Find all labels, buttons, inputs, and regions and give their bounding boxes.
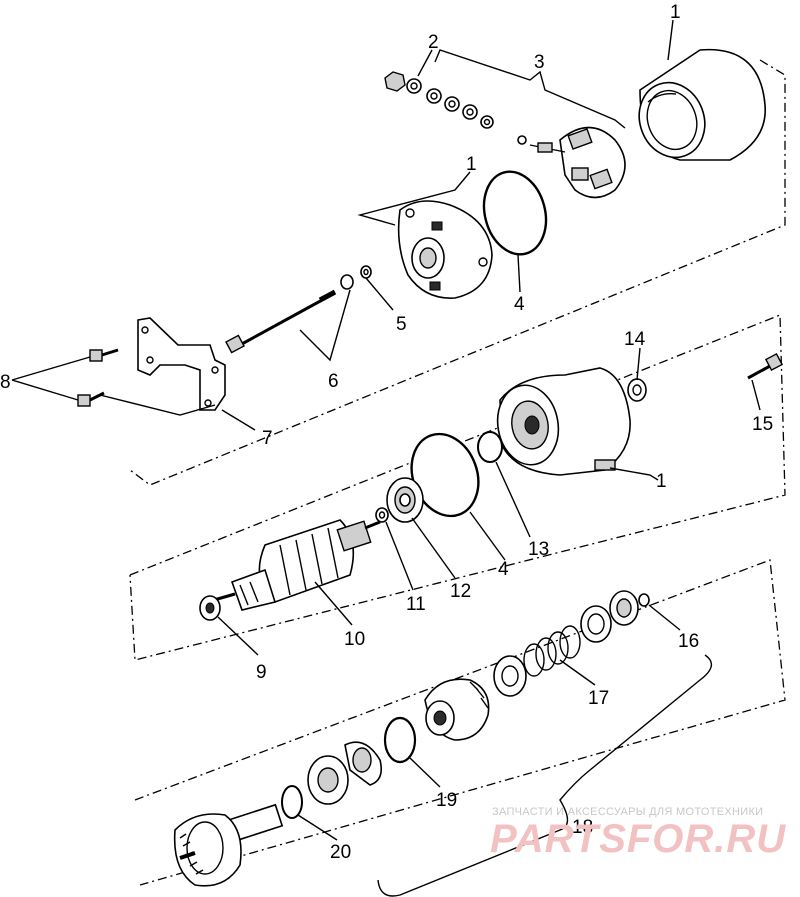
callout-4-top: 4 bbox=[514, 294, 525, 315]
callout-4-middle: 4 bbox=[498, 559, 509, 580]
part-pinion-shaft bbox=[173, 803, 284, 887]
watermark-brand: PARTSFOR.RU bbox=[490, 817, 786, 861]
callout-7: 7 bbox=[262, 428, 273, 449]
callout-10: 10 bbox=[344, 629, 365, 650]
part-through-bolts bbox=[225, 274, 354, 354]
assembly-outline-middle bbox=[129, 314, 786, 661]
part-washer-14 bbox=[627, 378, 647, 402]
part-bracket-bolts bbox=[77, 348, 119, 407]
part-brush-holder bbox=[517, 126, 626, 199]
part-retainer-plate bbox=[344, 741, 383, 786]
callout-6: 6 bbox=[328, 371, 339, 392]
callout-13: 13 bbox=[528, 539, 549, 560]
watermark: ЗАПЧАСТИ И АКСЕССУАРЫ ДЛЯ МОТОТЕХНИКИ PA… bbox=[490, 806, 786, 861]
part-armature bbox=[213, 519, 381, 611]
part-nut-washers bbox=[384, 71, 494, 129]
callout-20: 20 bbox=[330, 842, 351, 863]
part-bushing-9 bbox=[199, 595, 221, 621]
part-washer-5 bbox=[360, 265, 372, 279]
part-mounting-bracket bbox=[137, 317, 226, 411]
part-rear-end-cover bbox=[397, 200, 493, 299]
part-washer-18 bbox=[307, 755, 349, 805]
callout-18: 18 bbox=[572, 817, 593, 838]
callout-16: 16 bbox=[678, 631, 699, 652]
part-spring-17 bbox=[493, 625, 581, 697]
callout-9: 9 bbox=[256, 662, 267, 683]
part-front-housing bbox=[496, 367, 631, 476]
callout-1-yoke: 1 bbox=[670, 2, 681, 23]
callout-1-front-housing: 1 bbox=[656, 471, 667, 492]
callout-19: 19 bbox=[436, 790, 457, 811]
callout-labels: 1 2 3 1 4 5 6 8 7 14 15 1 13 4 12 11 10 … bbox=[0, 2, 773, 863]
part-clutch-gear bbox=[424, 678, 490, 741]
watermark-tagline: ЗАПЧАСТИ И АКСЕССУАРЫ ДЛЯ МОТОТЕХНИКИ bbox=[492, 806, 763, 818]
callout-12: 12 bbox=[450, 581, 471, 602]
callout-15: 15 bbox=[752, 414, 773, 435]
part-yoke-housing bbox=[638, 48, 766, 161]
callout-11: 11 bbox=[406, 594, 426, 615]
part-o-ring-13 bbox=[477, 431, 503, 463]
callout-14: 14 bbox=[624, 329, 646, 350]
assembly-outline-bottom bbox=[134, 559, 786, 886]
assembly-outline-top bbox=[129, 59, 786, 486]
callout-3: 3 bbox=[534, 52, 545, 73]
callout-1-rear-cover: 1 bbox=[466, 154, 477, 175]
leader-lines bbox=[11, 19, 761, 897]
part-bolt-15 bbox=[747, 352, 784, 380]
part-snap-ring-20 bbox=[281, 785, 303, 819]
callout-5: 5 bbox=[396, 314, 407, 335]
part-bearing-12 bbox=[386, 477, 424, 523]
part-bearings-16 bbox=[580, 590, 650, 643]
part-o-ring-top bbox=[482, 170, 548, 256]
callout-17: 17 bbox=[588, 688, 609, 709]
callout-2: 2 bbox=[428, 32, 439, 53]
part-ring-19 bbox=[383, 716, 417, 764]
callout-8: 8 bbox=[0, 372, 11, 393]
part-washer-11 bbox=[375, 507, 389, 523]
